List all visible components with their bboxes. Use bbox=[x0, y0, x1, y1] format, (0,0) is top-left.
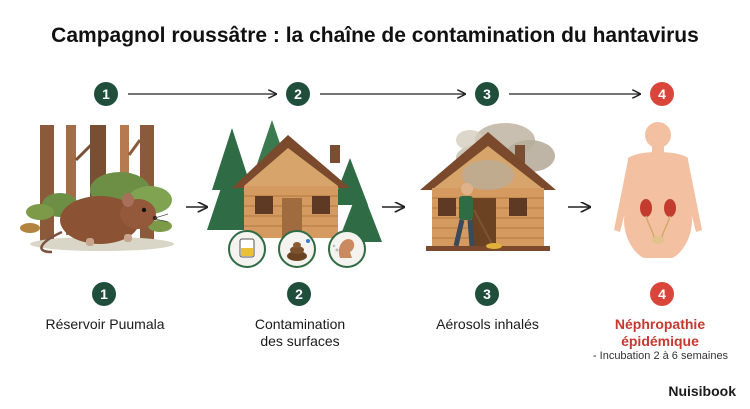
step-2-badge: 2 bbox=[287, 282, 311, 306]
top-step-1-badge: 1 bbox=[94, 82, 118, 106]
step-2-label-line2: des surfaces bbox=[260, 333, 340, 349]
step-4-badge: 4 bbox=[650, 282, 674, 306]
page-title: Campagnol roussâtre : la chaîne de conta… bbox=[51, 24, 699, 47]
top-step-2-badge: 2 bbox=[286, 82, 310, 106]
step-1-badge: 1 bbox=[92, 282, 116, 306]
contaminated-cabin-illustration bbox=[207, 120, 382, 268]
human-kidney-illustration bbox=[614, 122, 702, 258]
step-3-badge: 3 bbox=[475, 282, 499, 306]
step-3-label: Aérosols inhalés bbox=[436, 316, 539, 332]
top-step-4-badge: 4 bbox=[650, 82, 674, 106]
step-4-label: Néphropathie épidémique bbox=[590, 316, 730, 350]
sweeping-dust-illustration bbox=[420, 123, 556, 251]
step-1-label: Réservoir Puumala bbox=[45, 316, 165, 332]
step-4-label-line1: Néphropathie bbox=[614, 316, 706, 332]
step-2-label: Contamination des surfaces bbox=[220, 316, 380, 350]
step-2-label-line1: Contamination bbox=[254, 316, 346, 332]
step-4-label-line2: épidémique bbox=[621, 333, 699, 349]
brand-logo: Nuisibook bbox=[668, 383, 736, 399]
incubation-note: - Incubation 2 à 6 semaines bbox=[592, 350, 729, 362]
vole-forest-illustration bbox=[20, 125, 174, 254]
top-step-3-badge: 3 bbox=[475, 82, 499, 106]
